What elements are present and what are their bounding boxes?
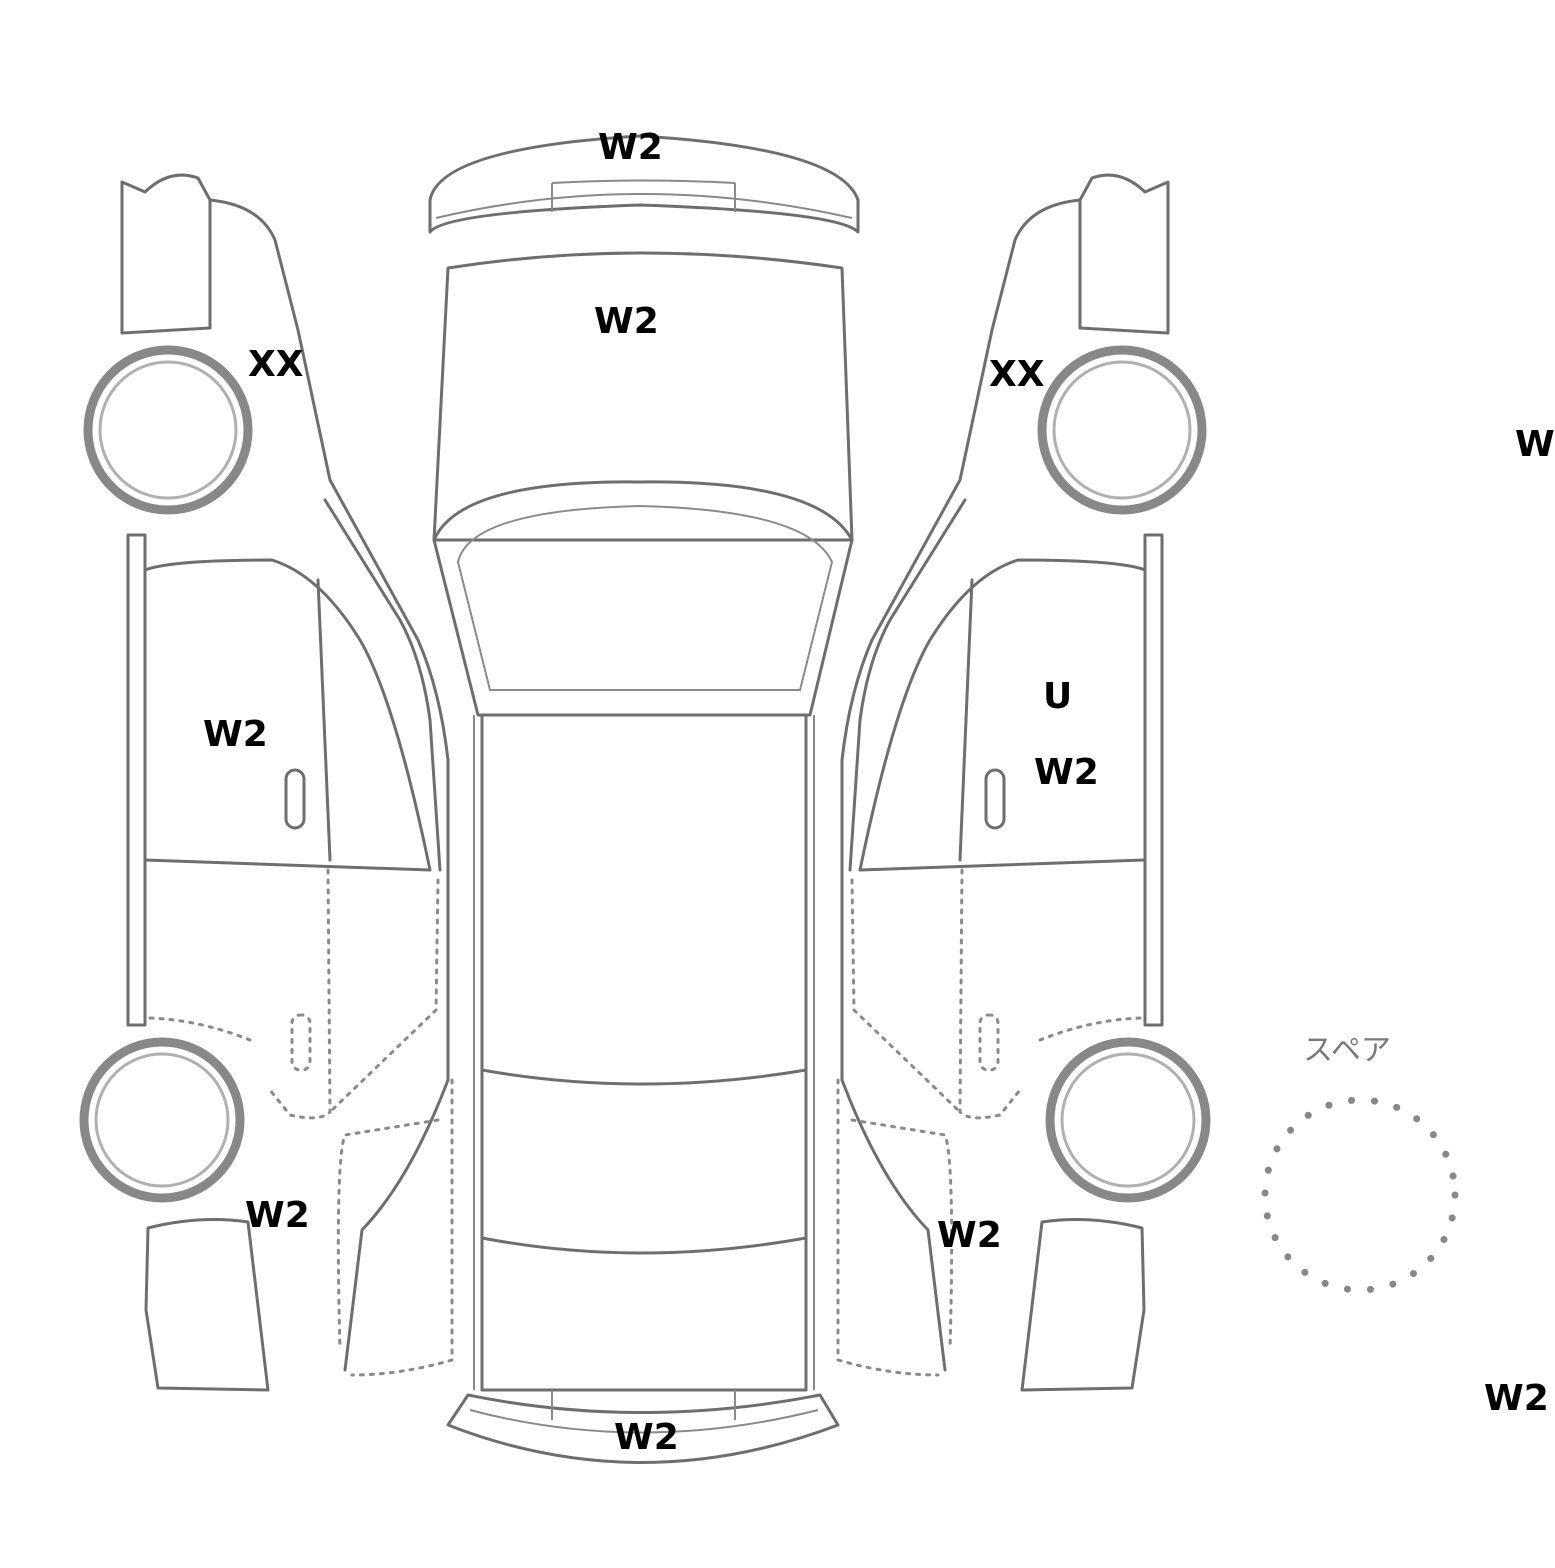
mark-left-rear-quarter: W2 — [245, 1195, 310, 1236]
mark-edge-lower: W2 — [1484, 1378, 1549, 1419]
mark-hood: W2 — [594, 301, 659, 342]
spare-tire-outline — [1261, 1096, 1459, 1294]
mark-edge-upper: W — [1515, 424, 1555, 465]
mark-right-rear-quarter: W2 — [937, 1215, 1002, 1256]
top-view-car — [428, 134, 860, 1464]
mark-right-front-fender: XX — [989, 354, 1045, 395]
mark-left-front-fender: XX — [248, 344, 304, 385]
mark-rear-bumper: W2 — [614, 1417, 679, 1458]
mark-right-front-door-2: W2 — [1034, 752, 1099, 793]
mark-left-front-door: W2 — [203, 714, 268, 755]
spare-label: スペア — [1303, 1033, 1391, 1068]
right-side-car — [836, 173, 1211, 1392]
mark-roof-top: W2 — [598, 127, 663, 168]
mark-right-front-door-1: U — [1043, 676, 1073, 717]
left-side-car — [79, 173, 454, 1392]
